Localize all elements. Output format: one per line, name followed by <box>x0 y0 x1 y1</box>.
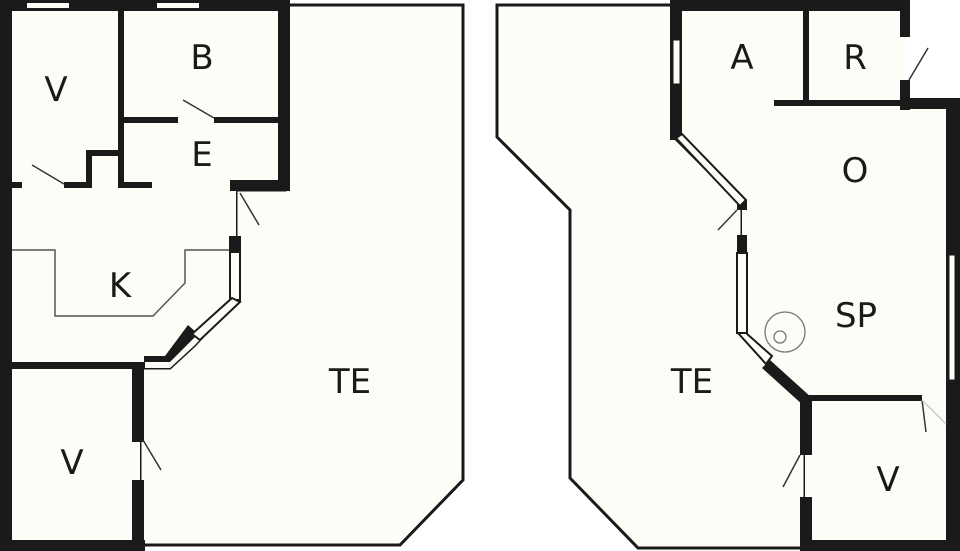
right-doors <box>717 47 947 488</box>
kitchen-counter <box>10 249 232 317</box>
room-label-te: TE <box>328 362 371 402</box>
left-walls <box>0 0 290 551</box>
right-plan: A R O SP TE V <box>495 0 960 551</box>
room-label-a: A <box>730 38 753 78</box>
room-label-v: V <box>44 70 67 110</box>
room-label-te: TE <box>670 362 713 402</box>
room-label-e: E <box>191 135 212 175</box>
left-plan: V B E K V TE <box>0 0 465 551</box>
left-doors <box>31 99 260 471</box>
room-label-sp: SP <box>835 296 877 336</box>
room-label-o: O <box>842 151 869 191</box>
right-interior-floor <box>675 5 955 545</box>
room-label-k: K <box>109 266 133 306</box>
right-windows <box>672 39 956 381</box>
room-label-r: R <box>843 38 867 78</box>
left-windows <box>27 3 242 342</box>
room-label-v: V <box>60 443 83 483</box>
left-interior-floor <box>5 5 285 545</box>
room-label-b: B <box>190 38 213 78</box>
room-label-v: V <box>876 460 899 500</box>
stove-icon <box>764 311 806 353</box>
